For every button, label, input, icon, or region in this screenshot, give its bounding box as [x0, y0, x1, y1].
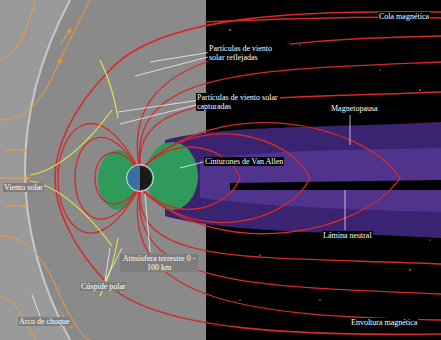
earth	[128, 166, 152, 190]
region-label: Atmósfera terrestre 0 - 100 km	[120, 254, 198, 272]
region-label: Lámina neutral	[322, 231, 373, 240]
plasma-sheet-inner	[200, 148, 441, 212]
region-label: Cúspide polar	[80, 282, 127, 291]
cusp-lines	[30, 60, 118, 296]
leader-lines	[32, 52, 350, 316]
region-label: Cola magnética	[378, 12, 430, 21]
solar-wind-lines	[0, 0, 90, 340]
region-label: Partículas de viento solar reflejadas	[208, 44, 290, 62]
field-lines	[55, 12, 441, 335]
region-label: Partículas de viento solar capturadas	[196, 93, 280, 111]
region-label: Envoltura magnética	[350, 318, 418, 327]
neutral-sheet	[230, 180, 441, 190]
solar-wind-region	[0, 0, 206, 340]
atmosphere	[127, 165, 154, 192]
upstream-region	[0, 0, 70, 340]
plasma-sheet	[165, 122, 441, 238]
region-label: Arco de choque	[18, 317, 71, 326]
region-label: Viento solar	[3, 183, 44, 192]
region-label: Cinturones de Van Allen	[204, 157, 284, 166]
region-label: Magnetopausa	[330, 104, 379, 113]
